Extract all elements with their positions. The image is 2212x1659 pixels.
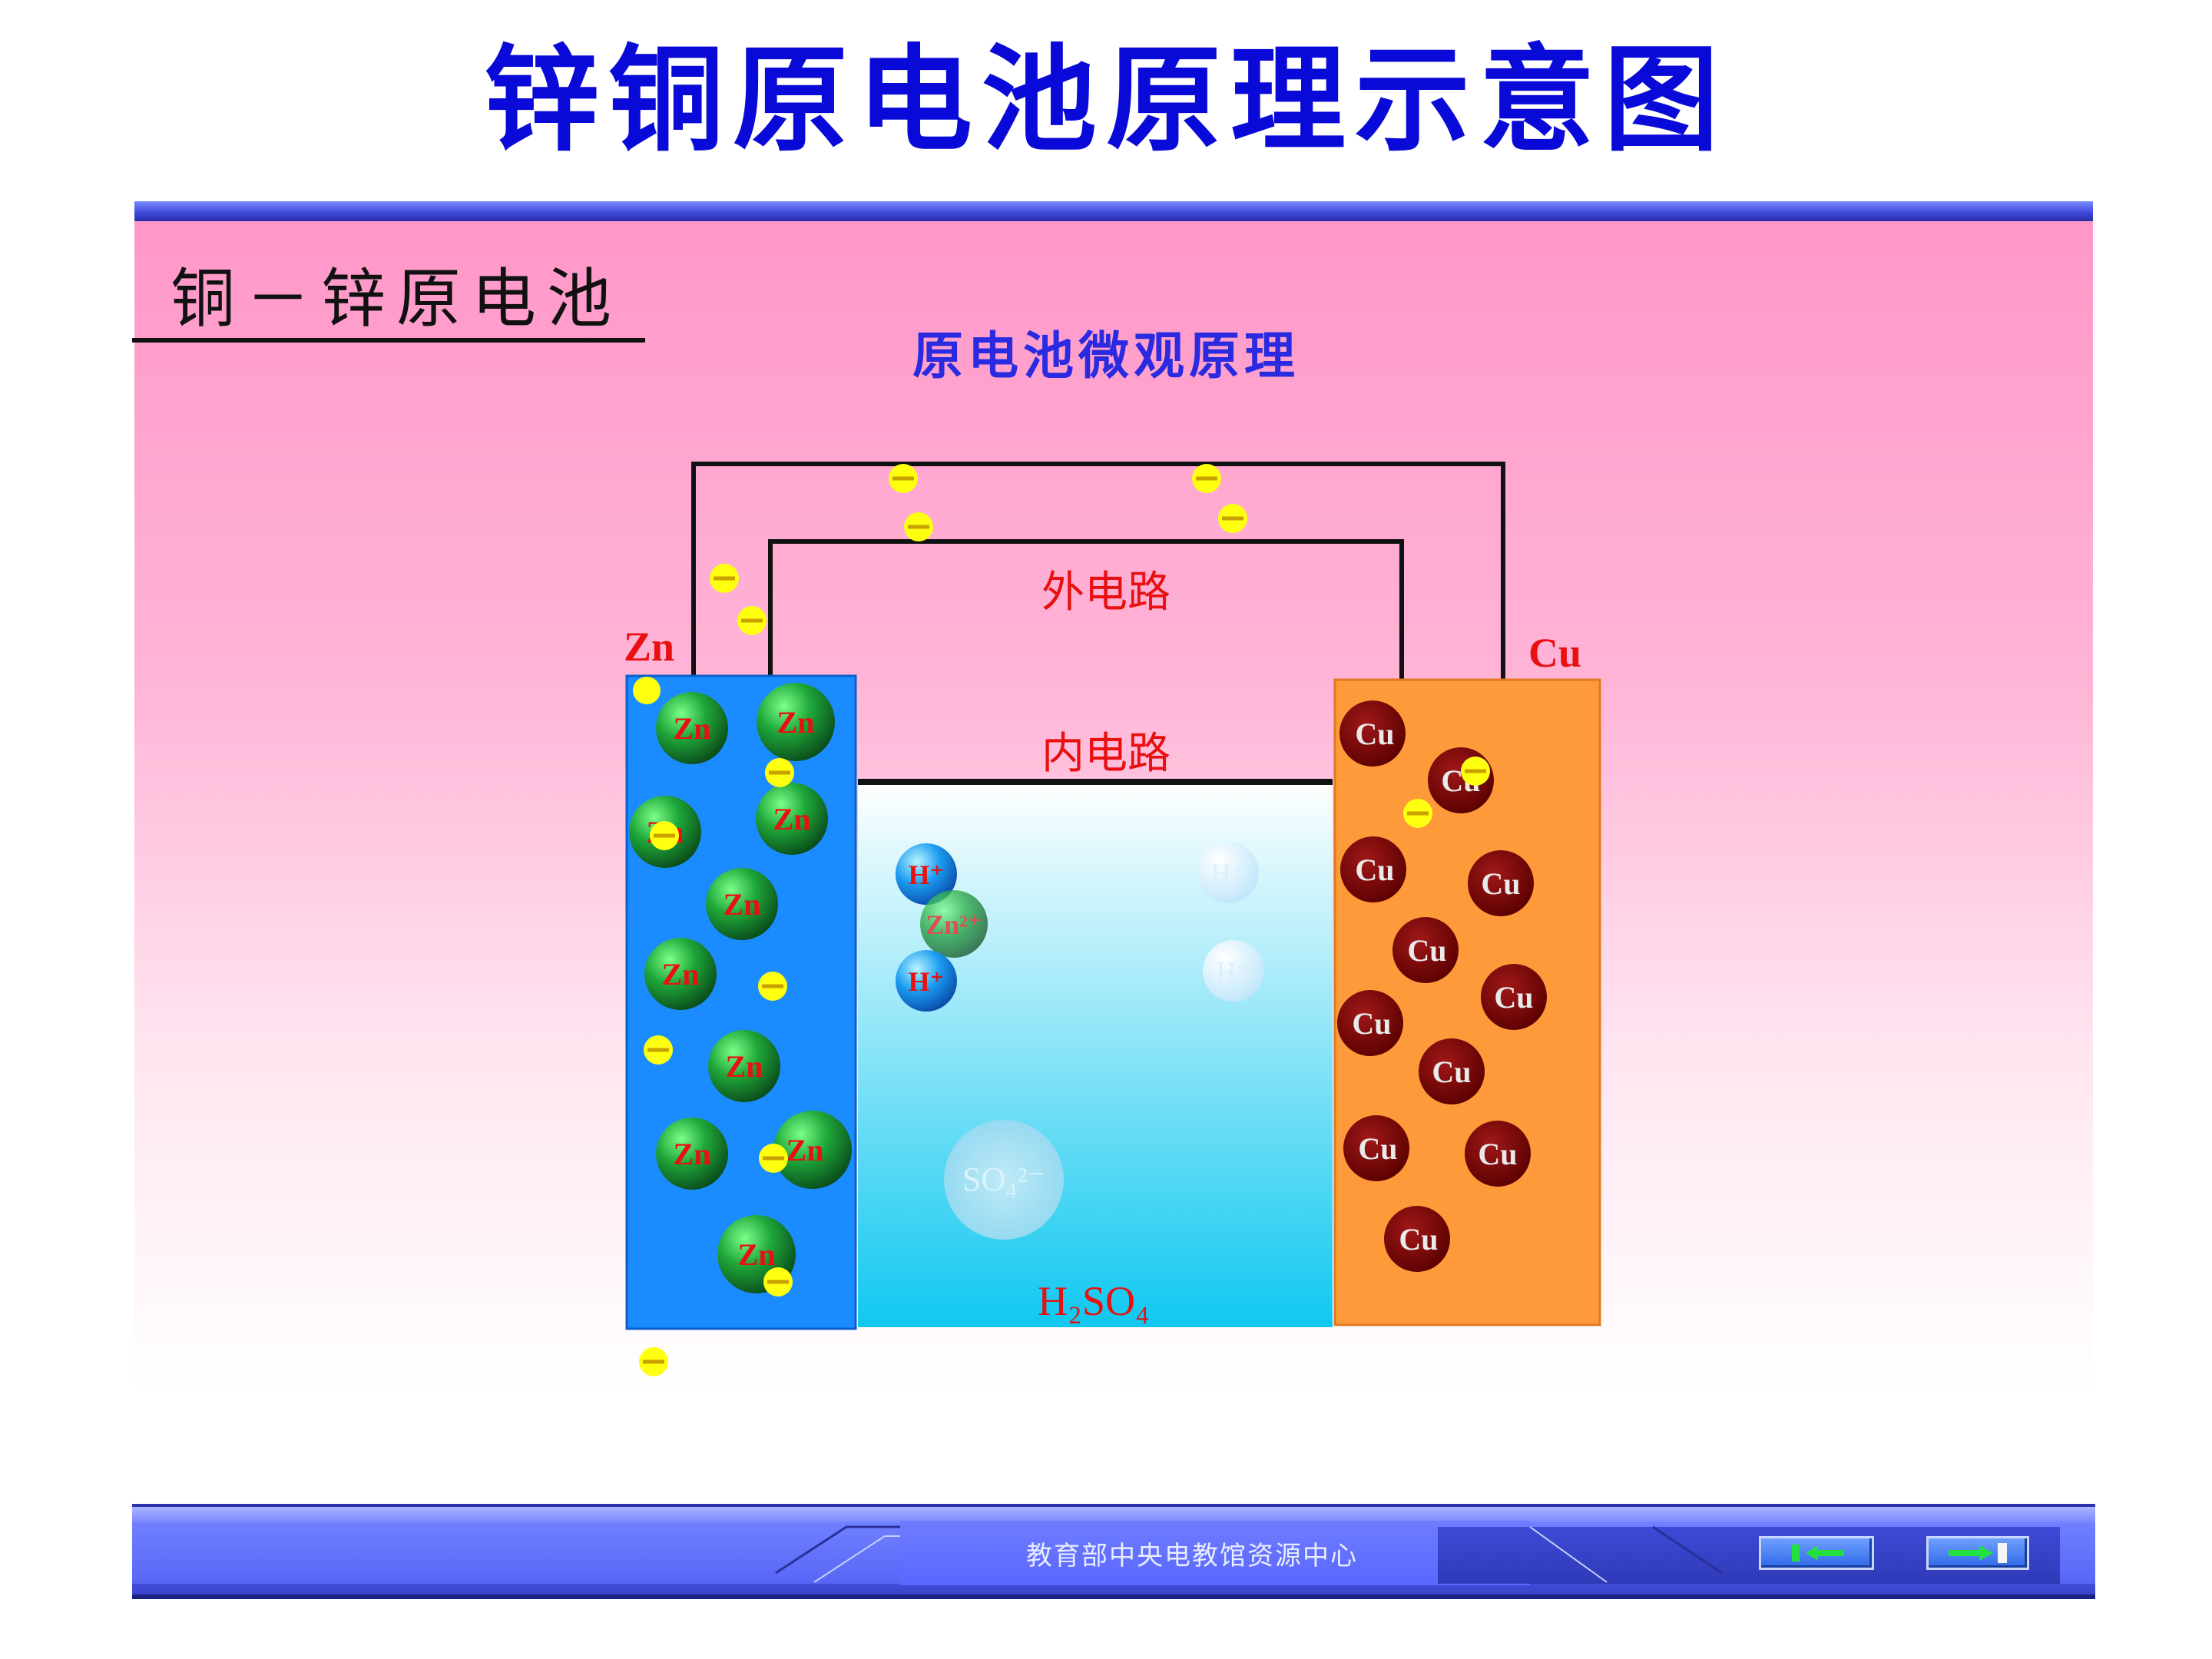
- cu-atom: Cu: [1339, 700, 1406, 767]
- zn-atom: Zn: [708, 1030, 780, 1102]
- heading-underline: [132, 338, 645, 343]
- zn-atom: Zn: [757, 683, 835, 761]
- electrolyte-label: H₂SO₄: [1038, 1278, 1150, 1324]
- cu-atom: Cu: [1384, 1206, 1450, 1272]
- electron: [904, 512, 933, 541]
- h-ion-faint: H⁺: [1197, 842, 1259, 903]
- svg-text:Zn: Zn: [726, 1049, 763, 1084]
- svg-text:Cu: Cu: [1352, 1006, 1391, 1041]
- footer-toolbar: 教育部中央电教馆资源中心: [132, 1504, 2095, 1599]
- forward-button[interactable]: [1926, 1536, 2029, 1570]
- svg-text:Zn: Zn: [662, 957, 700, 992]
- h-ion: H⁺: [896, 843, 957, 905]
- svg-text:H⁺: H⁺: [908, 859, 944, 890]
- svg-text:Zn: Zn: [674, 1137, 711, 1171]
- sulfate-ion: SO₄²⁻: [944, 1120, 1064, 1240]
- zn-atom: Zn: [706, 868, 778, 940]
- electron: [763, 1267, 793, 1296]
- svg-text:SO₄²⁻: SO₄²⁻: [962, 1161, 1045, 1198]
- cu-atom: Cu: [1392, 917, 1459, 983]
- forward-arrow-icon: [1949, 1543, 2007, 1563]
- electron: [759, 1144, 788, 1173]
- svg-text:Cu: Cu: [1481, 866, 1520, 901]
- zn-atom: Zn: [773, 1111, 852, 1189]
- back-button[interactable]: [1759, 1536, 1874, 1570]
- svg-text:Cu: Cu: [1355, 717, 1394, 751]
- cu-atom: Cu: [1343, 1115, 1409, 1181]
- slide-top-bar: [134, 201, 2093, 221]
- cu-atom: Cu: [1340, 836, 1406, 902]
- zn-atom: Zn: [656, 1118, 728, 1190]
- svg-text:Zn: Zn: [738, 1237, 776, 1272]
- electron: [737, 606, 767, 635]
- electron: [1218, 504, 1247, 533]
- slide-heading: 铜－锌原电池: [171, 261, 623, 336]
- svg-text:H⁺: H⁺: [1217, 956, 1251, 987]
- footer-decor-lines: [775, 1525, 1723, 1583]
- cu-atom: Cu: [1481, 964, 1547, 1030]
- svg-text:H⁺: H⁺: [1211, 858, 1246, 889]
- zn-ion: Zn²⁺: [920, 890, 988, 958]
- svg-text:Zn: Zn: [786, 1133, 824, 1167]
- svg-text:Cu: Cu: [1432, 1055, 1471, 1089]
- electron: [765, 758, 794, 787]
- h-ion: H⁺: [896, 950, 957, 1012]
- cu-electrode-label: Cu: [1528, 630, 1581, 676]
- electron: [710, 564, 739, 593]
- electron: [650, 821, 679, 850]
- electron: [889, 464, 918, 493]
- svg-text:Cu: Cu: [1407, 933, 1446, 968]
- svg-text:Cu: Cu: [1478, 1137, 1517, 1171]
- electrons: [633, 464, 1490, 1376]
- svg-text:Cu: Cu: [1399, 1222, 1438, 1257]
- electron: [1461, 757, 1490, 786]
- zn-atom: Zn: [644, 938, 717, 1010]
- svg-text:Cu: Cu: [1358, 1131, 1397, 1166]
- svg-text:Cu: Cu: [1355, 853, 1394, 887]
- electron: [1192, 464, 1221, 493]
- electron: [1403, 799, 1432, 828]
- cu-atoms: Cu Cu Cu Cu Cu Cu Cu Cu Cu Cu Cu: [1337, 700, 1547, 1272]
- svg-text:Cu: Cu: [1494, 980, 1533, 1015]
- cu-atom: Cu: [1337, 990, 1403, 1056]
- page-title: 锌铜原电池原理示意图: [483, 32, 1728, 167]
- back-arrow-icon: [1792, 1545, 1844, 1561]
- cu-atom: Cu: [1419, 1038, 1485, 1104]
- svg-text:Zn²⁺: Zn²⁺: [926, 909, 982, 940]
- footer-org-text: 教育部中央电教馆资源中心: [1026, 1541, 1358, 1571]
- svg-text:H⁺: H⁺: [908, 966, 944, 997]
- svg-text:Zn: Zn: [773, 802, 811, 836]
- zn-atom: Zn: [756, 783, 828, 855]
- cu-atom: Cu: [1465, 1121, 1531, 1187]
- zn-atom: Zn: [656, 692, 728, 764]
- inner-wire: [768, 539, 1404, 680]
- cu-atom: Cu: [1468, 850, 1534, 916]
- electron: [639, 1347, 668, 1376]
- svg-text:Zn: Zn: [674, 711, 711, 746]
- svg-text:Zn: Zn: [777, 705, 815, 740]
- external-circuit-label: 外电路: [1041, 568, 1171, 618]
- electron-dot: [633, 677, 661, 704]
- electron: [644, 1035, 673, 1065]
- electron: [758, 972, 787, 1001]
- outer-wire: [691, 462, 1505, 680]
- zn-atoms: Zn Zn Zn Zn Zn Zn Zn Zn Zn Zn: [629, 683, 852, 1293]
- internal-circuit-label: 内电路: [1041, 729, 1171, 779]
- h-ion-faint: H⁺: [1203, 940, 1264, 1002]
- svg-text:Zn: Zn: [724, 887, 761, 922]
- zn-electrode-label: Zn: [624, 624, 674, 670]
- diagram-subtitle: 原电池微观原理: [912, 326, 1300, 386]
